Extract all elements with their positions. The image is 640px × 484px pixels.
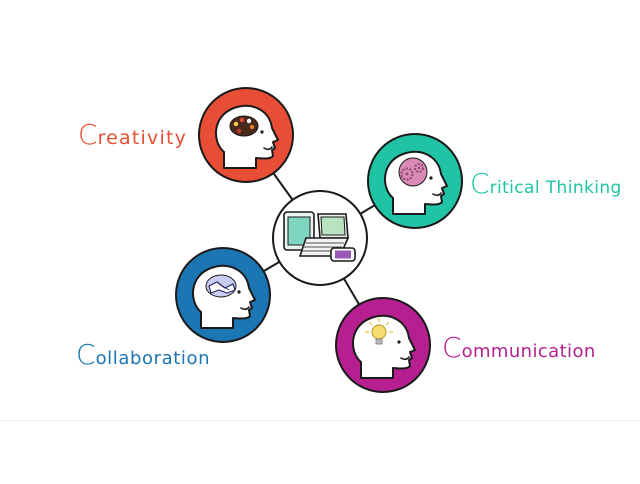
- communication-label-initial: C: [442, 331, 462, 364]
- handshake-head-icon: [191, 264, 256, 329]
- lightbulb-head-icon: [351, 314, 416, 379]
- creativity-label-initial: C: [78, 118, 98, 151]
- gears-head-icon: [383, 150, 448, 215]
- communication-label-rest: ommunication: [461, 341, 596, 362]
- collaboration-label: Collaboration: [76, 341, 210, 369]
- paint-palette-head-icon: [214, 104, 279, 169]
- collaboration-label-rest: ollaboration: [95, 348, 211, 369]
- creativity-node[interactable]: [198, 87, 294, 183]
- critical-thinking-node[interactable]: [367, 133, 463, 229]
- communication-node[interactable]: [335, 297, 431, 393]
- critical-thinking-label-initial: C: [470, 167, 490, 200]
- collaboration-label-initial: C: [76, 338, 96, 371]
- collaboration-node[interactable]: [175, 247, 271, 343]
- laptop-tablet-phone-icon: [283, 211, 356, 262]
- critical-thinking-label-rest: ritical Thinking: [489, 178, 622, 198]
- creativity-label-rest: reativity: [97, 127, 188, 149]
- footer-band: [0, 420, 640, 481]
- critical-thinking-label: Critical Thinking: [470, 170, 622, 198]
- creativity-label: Creativity: [78, 121, 187, 149]
- center-node: [272, 190, 368, 286]
- communication-label: Communication: [442, 334, 596, 362]
